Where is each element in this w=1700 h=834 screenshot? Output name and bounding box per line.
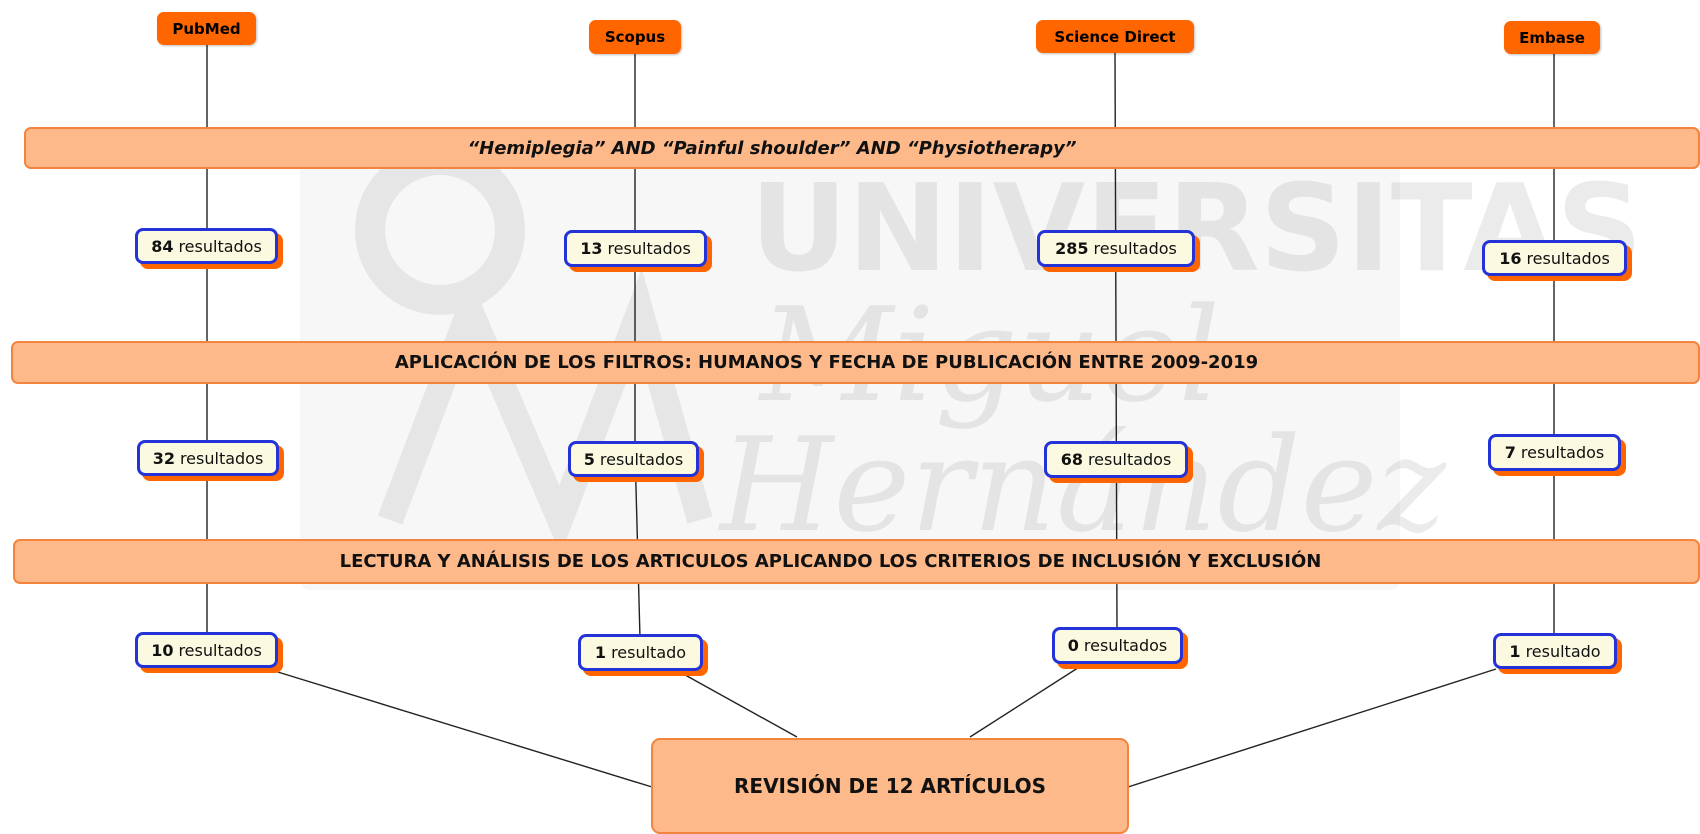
result-label: resultados [599,449,684,469]
result-count: 68 [1060,450,1083,469]
reading-analysis-band: LECTURA Y ANÁLISIS DE LOS ARTICULOS APLI… [13,539,1700,584]
result-label: resultados [179,448,264,468]
database-pubmed: PubMed [157,12,256,45]
result-count: 10 [151,640,174,660]
result-count: 32 [152,448,175,468]
result-count: 285 [1055,239,1089,258]
result-count: 1 [1509,641,1521,661]
connector [677,670,798,738]
database-embase: Embase [1504,21,1600,54]
result-label: resultado [1525,641,1601,661]
connector [969,663,1085,738]
result-count: 13 [580,239,603,258]
filters-band: APLICACIÓN DE LOS FILTROS: HUMANOS Y FEC… [11,341,1700,384]
result-count: 0 [1067,636,1079,655]
result-label: resultados [1083,636,1168,655]
result-label: resultados [178,640,262,660]
final-review-box: REVISIÓN DE 12 ARTÍCULOS [651,738,1129,834]
database-scopus: Scopus [589,20,681,54]
result-label: resultados [1087,450,1172,469]
connector [267,668,653,788]
result-label: resultados [178,236,262,256]
result-count: 1 [594,643,607,662]
result-label: resultados [1520,443,1605,462]
connector [1127,668,1497,788]
result-label: resultados [1526,248,1610,268]
result-count: 84 [151,236,174,256]
result-label: resultados [607,239,691,258]
watermark-text-3: Hernández [718,409,1448,561]
search-query-band: “Hemiplegia” AND “Painful shoulder” AND … [24,127,1700,169]
result-count: 5 [583,449,595,469]
database-science-direct: Science Direct [1036,20,1194,53]
result-label: resultado [611,643,687,662]
result-count: 7 [1504,443,1516,462]
result-label: resultados [1093,239,1177,258]
result-count: 16 [1499,248,1522,268]
